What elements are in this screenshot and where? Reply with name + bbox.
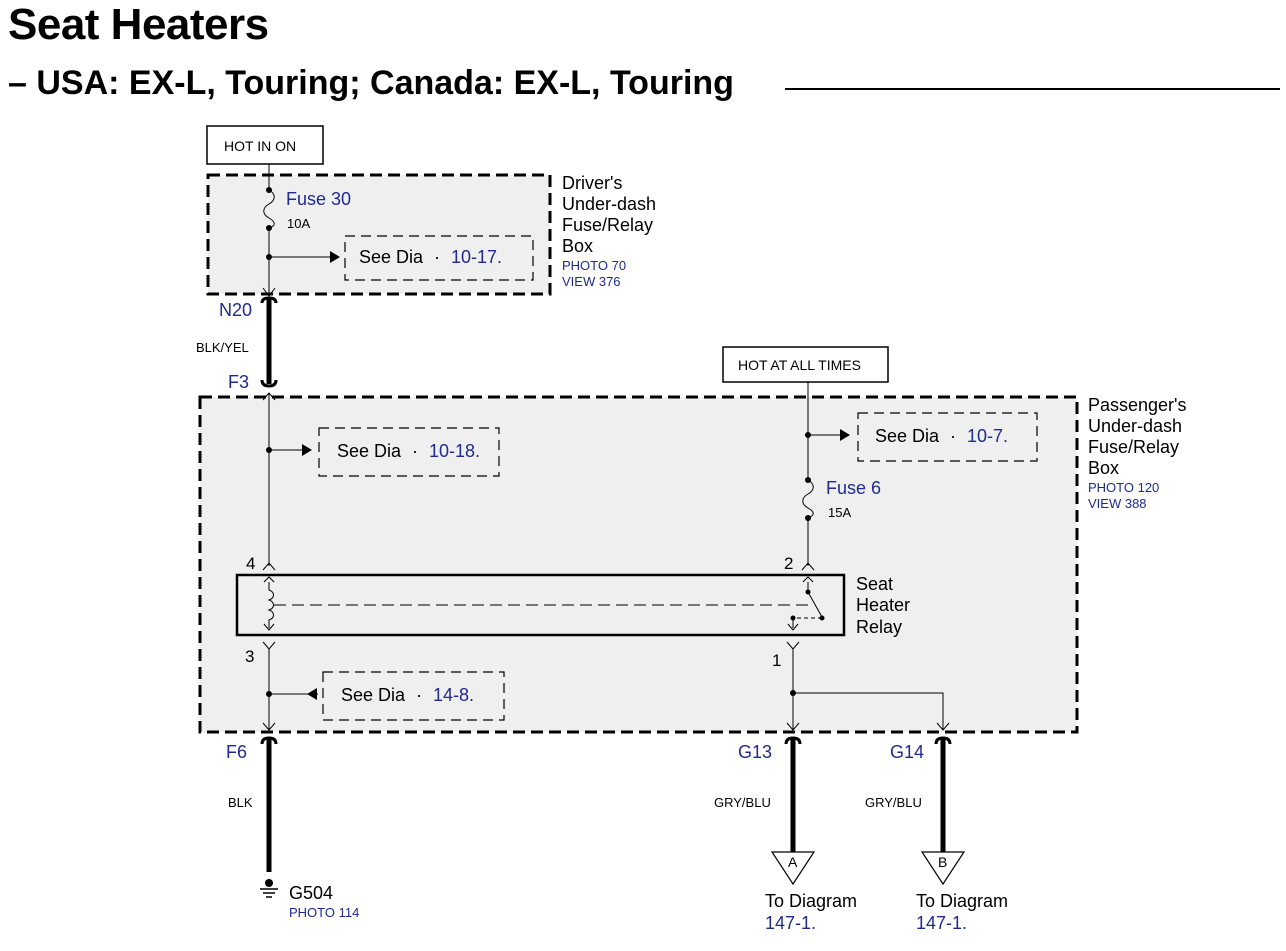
passengers-box-name-4: Box	[1088, 458, 1119, 478]
ground-dot	[265, 879, 273, 887]
wire-label-gry-blu-b: GRY/BLU	[865, 795, 922, 810]
connector-g14-female	[936, 722, 950, 731]
hot-in-on-label: HOT IN ON	[224, 138, 296, 154]
hot-in-on-box	[206, 125, 324, 165]
see-dia-10-7-box	[857, 412, 1038, 462]
relay-name-3: Relay	[856, 617, 902, 637]
relay-contact-arrow-bottom	[787, 623, 799, 631]
see-dia-10-7-ref: 10-7.	[967, 426, 1008, 446]
fuse6-symbol	[802, 479, 814, 519]
passengers-box-photo: PHOTO 120	[1088, 480, 1159, 495]
page-subtitle: – USA: EX-L, Touring; Canada: EX-L, Tour…	[8, 64, 734, 102]
relay-pin-4: 4	[246, 554, 255, 573]
connector-f3-male	[260, 379, 278, 388]
output-b-line2: 147-1.	[916, 913, 967, 933]
see-dia-10-17-ref: 10-17.	[451, 247, 502, 267]
relay-pin-1: 1	[772, 651, 781, 670]
output-a-line2: 147-1.	[765, 913, 816, 933]
drivers-box-view: VIEW 376	[562, 274, 621, 289]
see-dia-10-7-prefix: See Dia	[875, 426, 940, 446]
fuse30-rating: 10A	[287, 216, 310, 231]
page-title: Seat Heaters	[8, 0, 269, 49]
passengers-box-name-1: Passenger's	[1088, 395, 1187, 415]
arrow-right-icon	[840, 429, 850, 441]
fuse6-rating: 15A	[828, 505, 851, 520]
connector-f3: F3	[228, 372, 249, 392]
connector-g14: G14	[890, 742, 924, 762]
drivers-box-name-3: Fuse/Relay	[562, 215, 653, 235]
dot-separator: ·	[950, 426, 956, 446]
drivers-box-name-1: Driver's	[562, 173, 622, 193]
connector-f6-female	[262, 722, 276, 731]
wire-label-blk: BLK	[228, 795, 253, 810]
relay-contact-arrow-top	[802, 576, 814, 583]
drivers-fuse-box	[206, 173, 552, 296]
connector-f6: F6	[226, 742, 247, 762]
fuse30-label: Fuse 30	[286, 189, 351, 209]
arrow-right-icon	[330, 251, 340, 263]
output-a-letter: A	[788, 854, 798, 870]
relay-pin-2: 2	[784, 554, 793, 573]
passengers-fuse-box	[198, 395, 1079, 734]
wire-to-g14	[793, 692, 944, 730]
connector-g13: G13	[738, 742, 772, 762]
relay-coil-icon	[267, 582, 274, 628]
see-dia-10-17-prefix: See Dia	[359, 247, 424, 267]
see-dia-10-18-prefix: See Dia	[337, 441, 402, 461]
see-dia-10-18-box	[318, 427, 500, 477]
ground-photo: PHOTO 114	[289, 905, 359, 920]
connector-n20: N20	[219, 300, 252, 320]
drivers-box-name-4: Box	[562, 236, 593, 256]
drivers-box-photo: PHOTO 70	[562, 258, 626, 273]
relay-pin-3: 3	[245, 647, 254, 666]
arrow-right-icon	[302, 444, 312, 456]
output-a-line1: To Diagram	[765, 891, 857, 911]
relay-coil-arrow-bottom	[263, 623, 275, 631]
dot-separator: ·	[434, 247, 440, 267]
passengers-box-name-2: Under-dash	[1088, 416, 1182, 436]
passengers-box-view: VIEW 388	[1088, 496, 1147, 511]
dot-separator: ·	[416, 685, 422, 705]
output-b-line1: To Diagram	[916, 891, 1008, 911]
drivers-box-name-2: Under-dash	[562, 194, 656, 214]
fuse30-symbol	[263, 189, 275, 229]
output-a-triangle	[770, 851, 816, 886]
output-b-letter: B	[938, 854, 947, 870]
relay-switch-arm	[807, 591, 823, 618]
output-b-triangle	[920, 851, 966, 886]
dot-separator: ·	[412, 441, 418, 461]
relay-pin-2-connector	[801, 562, 815, 571]
passengers-box-name-3: Fuse/Relay	[1088, 437, 1179, 457]
hot-at-all-times-box	[722, 346, 889, 383]
see-dia-14-8-ref: 14-8.	[433, 685, 474, 705]
relay-pin-4-connector	[262, 562, 276, 571]
see-dia-14-8-box	[322, 671, 505, 721]
wire-label-blk-yel: BLK/YEL	[196, 340, 249, 355]
wire-label-gry-blu-a: GRY/BLU	[714, 795, 771, 810]
see-dia-10-17-box	[344, 235, 534, 281]
relay-name-1: Seat	[856, 574, 893, 594]
hot-at-all-times-label: HOT AT ALL TIMES	[738, 357, 861, 373]
see-dia-10-18-ref: 10-18.	[429, 441, 480, 461]
ground-name: G504	[289, 883, 333, 903]
connector-g13-female	[786, 722, 800, 731]
connector-n20-female	[262, 287, 276, 297]
see-dia-14-8-prefix: See Dia	[341, 685, 406, 705]
fuse6-label: Fuse 6	[826, 478, 881, 498]
relay-name-2: Heater	[856, 595, 910, 615]
relay-coil-arrow-top	[263, 576, 275, 583]
arrow-left-icon	[307, 688, 317, 700]
